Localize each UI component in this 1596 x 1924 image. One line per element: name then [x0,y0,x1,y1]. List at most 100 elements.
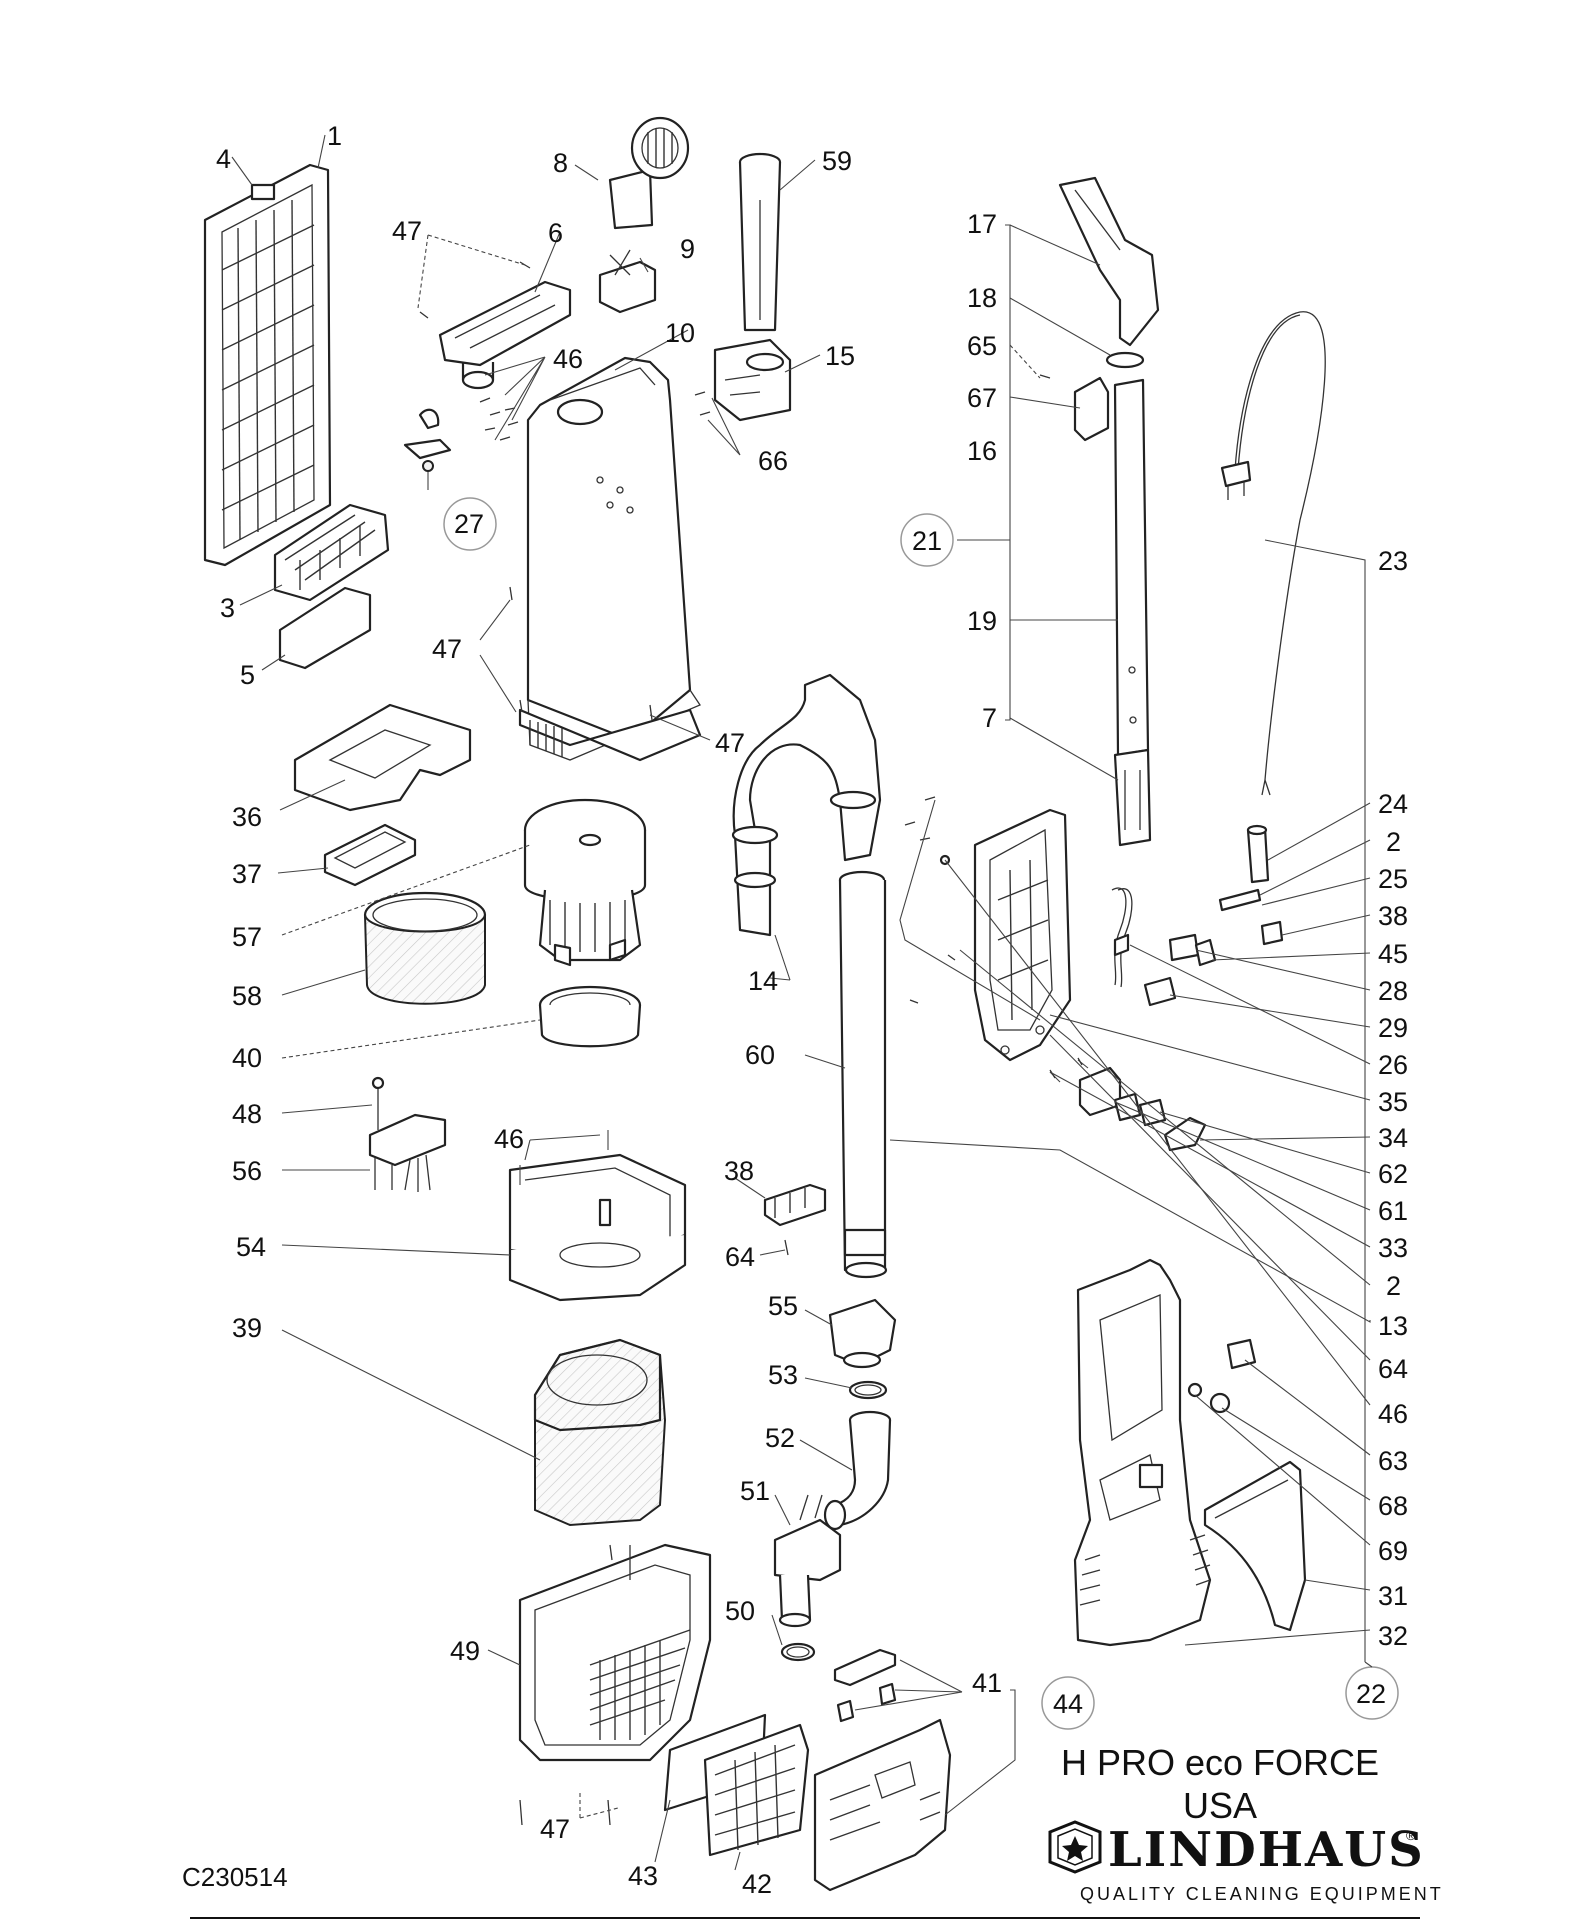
callout-64: 64 [1378,1354,1408,1384]
callout-33: 33 [1378,1233,1408,1263]
holder-part-15 [713,338,792,422]
callout-28: 28 [1378,976,1408,1006]
motor-57 [523,798,647,967]
callout-4: 4 [216,144,231,174]
seal-40 [538,985,642,1048]
callout-46: 46 [494,1124,524,1154]
callout-25: 25 [1378,864,1408,894]
callout-60: 60 [745,1040,775,1070]
callout-27: 27 [454,509,484,539]
callout-2: 2 [1386,827,1401,857]
callout-39: 39 [232,1313,262,1343]
callout-53: 53 [768,1360,798,1390]
power-cord-part-23 [1220,311,1326,796]
callout-38: 38 [1378,901,1408,931]
lindhaus-logo-icon [1048,1820,1102,1874]
latch-parts-41 [833,1648,897,1723]
callout-45: 45 [1378,939,1408,969]
oring-50 [780,1642,816,1662]
ring-part-18 [1105,351,1145,369]
front-cover-part-31 [1203,1460,1307,1632]
ring-58 [363,891,487,1005]
callout-9: 9 [680,234,695,264]
callout-29: 29 [1378,1013,1408,1043]
callout-62: 62 [1378,1159,1408,1189]
callout-21: 21 [912,526,942,556]
callout-34: 34 [1378,1123,1408,1153]
bottom-cover-44 [813,1676,1095,1892]
callout-46: 46 [553,344,583,374]
callout-22: 22 [1356,1679,1386,1709]
elbow-52 [823,1410,892,1531]
callout-64: 64 [725,1242,755,1272]
callout-65: 65 [967,331,997,361]
mounting-plate-part-35 [973,808,1072,1062]
callout-1: 1 [327,121,342,151]
callout-55: 55 [768,1291,798,1321]
pipe-60 [838,870,888,1279]
callout-13: 13 [1378,1311,1408,1341]
callout-5: 5 [240,660,255,690]
connector-part-9 [598,249,657,314]
callout-47: 47 [432,634,462,664]
callout-47: 47 [715,728,745,758]
hose-14 [731,673,882,937]
callout-7: 7 [982,703,997,733]
gasket-37 [323,823,417,887]
callout-6: 6 [548,218,563,248]
callout-58: 58 [232,981,262,1011]
filter-holder-part-3 [273,503,390,602]
callout-57: 57 [232,922,262,952]
connector-51 [773,1494,842,1628]
brand-tagline: QUALITY CLEANING EQUIPMENT [1080,1884,1444,1904]
callout-63: 63 [1378,1446,1408,1476]
callout-52: 52 [765,1423,795,1453]
small-parts-right [1111,824,1284,1007]
filter-grid-42 [703,1723,810,1857]
callout-38: 38 [724,1156,754,1186]
callout-3: 3 [220,593,235,623]
cover-plate-part-6 [438,280,572,390]
callout-50: 50 [725,1596,755,1626]
callout-69: 69 [1378,1536,1408,1566]
callout-49: 49 [450,1636,480,1666]
callout-41: 41 [972,1668,1002,1698]
filter-bag-39 [533,1338,667,1527]
callout-68: 68 [1378,1491,1408,1521]
callout-17: 17 [967,209,997,239]
callout-32: 32 [1378,1621,1408,1651]
callout-59: 59 [822,146,852,176]
filter-pad-part-5 [278,586,372,670]
callout-40: 40 [232,1043,262,1073]
callout-labels: 1 4 47 6 8 9 59 10 15 46 66 27 3 5 47 47… [216,121,1408,1899]
body-shell-part-22 [1073,1258,1399,1720]
callout-51: 51 [740,1476,770,1506]
switch-parts-34-62-61 [1049,1059,1207,1152]
callout-36: 36 [232,802,262,832]
clip-part-27 [403,408,497,551]
callout-43: 43 [628,1861,658,1891]
callout-23: 23 [1378,546,1408,576]
callout-37: 37 [232,859,262,889]
callout-56: 56 [232,1156,262,1186]
callout-42: 42 [742,1869,772,1899]
callout-10: 10 [665,318,695,348]
callout-8: 8 [553,148,568,178]
rail-38-part [763,1183,827,1227]
callout-15: 15 [825,341,855,371]
tube-part-59 [738,152,782,332]
model-title: H PRO eco FORCE [1061,1742,1379,1783]
callout-54: 54 [236,1232,266,1262]
callout-46: 46 [1378,1399,1408,1429]
leader-lines [231,134,1373,1871]
filter-36 [293,703,472,812]
callout-19: 19 [967,606,997,636]
callout-18: 18 [967,283,997,313]
callout-14: 14 [748,966,778,996]
callout-24: 24 [1378,789,1408,819]
filter-cover-part-1 [203,163,332,567]
region-title: USA [1183,1785,1257,1826]
callout-35: 35 [1378,1087,1408,1117]
callout-44: 44 [1053,1689,1083,1719]
